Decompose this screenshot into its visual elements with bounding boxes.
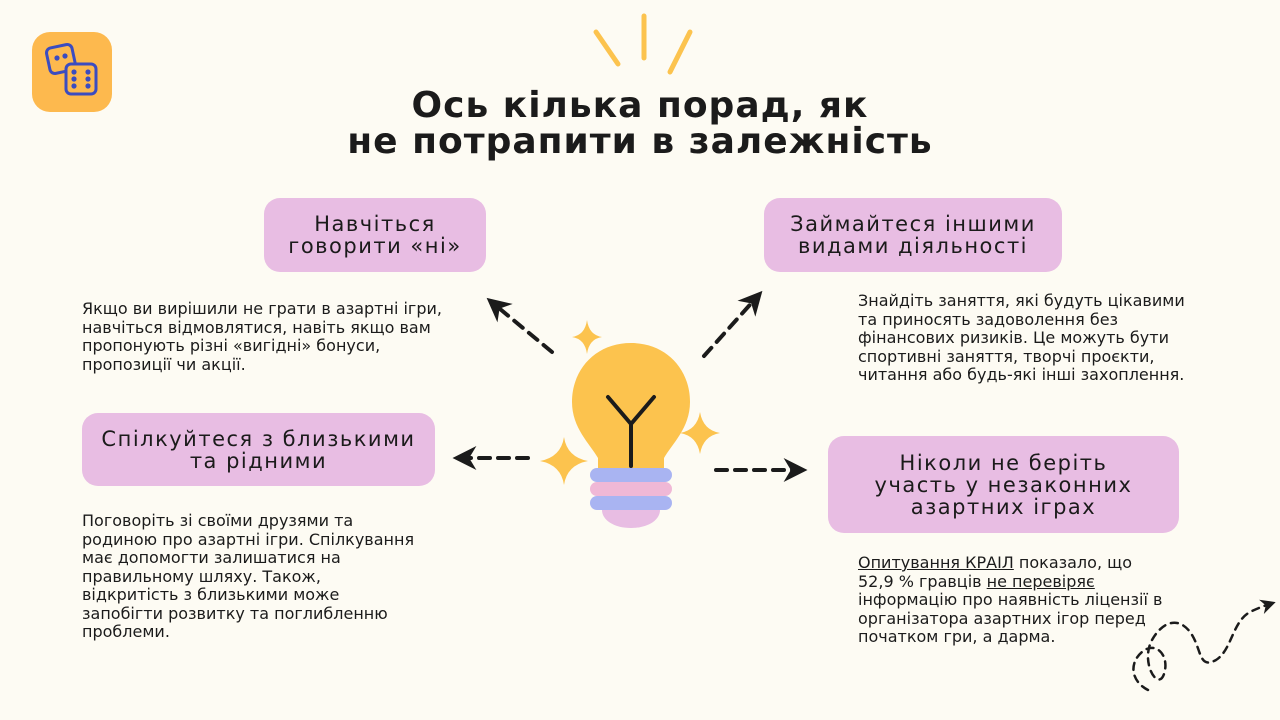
tip-heading-line: Спілкуйтеся з близькими [101, 426, 416, 451]
dice-logo [32, 32, 112, 112]
tip-heading-line: Займайтеся іншими [790, 212, 1036, 236]
tip-heading-talk-to-family: Спілкуйтеся з близькими та рідними [82, 413, 435, 486]
tip-heading-say-no: Навчіться говорити «ні» [264, 198, 486, 272]
arrow-to-top-left [486, 297, 554, 354]
arrow-to-top-right [702, 290, 763, 358]
lightbulb-icon [572, 343, 690, 528]
tip-heading-line: говорити «ні» [288, 234, 462, 258]
tip-heading-other-activities: Займайтеся іншими видами діяльності [764, 198, 1062, 272]
tip-heading-line: участь у незаконних [874, 472, 1133, 497]
tip-text-segment: показало, що 52,9 % гравців [858, 553, 1132, 591]
sparkle-icon [540, 320, 720, 485]
tip-heading-line: та рідними [189, 448, 328, 473]
rays-icon [593, 13, 693, 75]
page-title: Ось кілька порад, як не потрапити в зале… [240, 88, 1040, 160]
tip-heading-line: видами діяльності [797, 234, 1029, 258]
tip-heading-line: Ніколи не беріть [899, 450, 1108, 475]
tip-heading-line: Навчіться [314, 212, 436, 236]
tip-text-segment: інформацію про наявність ліцензії в орга… [858, 590, 1163, 646]
tip-text-other-activities: Знайдіть заняття, які будуть цікавими та… [858, 291, 1185, 384]
tip-text-talk-to-family: Поговоріть зі своїми друзями та родиною … [82, 511, 415, 641]
kraile-survey-link[interactable]: Опитування КРАІЛ [858, 553, 1014, 572]
tip-heading-illegal-gambling: Ніколи не беріть участь у незаконних аза… [828, 436, 1179, 533]
tip-text-illegal-gambling: Опитування КРАІЛ показало, що 52,9 % гра… [858, 553, 1168, 647]
title-line-1: Ось кілька порад, як [411, 85, 869, 126]
dice-icon [45, 43, 98, 96]
tip-heading-line: азартних іграх [910, 494, 1097, 519]
title-line-2: не потрапити в залежність [347, 121, 933, 162]
squiggle-arrow-icon [1132, 599, 1276, 692]
tip-text-emphasis: не перевіряє [986, 571, 1095, 591]
tip-text-say-no: Якщо ви вирішили не грати в азартні ігри… [82, 299, 442, 374]
